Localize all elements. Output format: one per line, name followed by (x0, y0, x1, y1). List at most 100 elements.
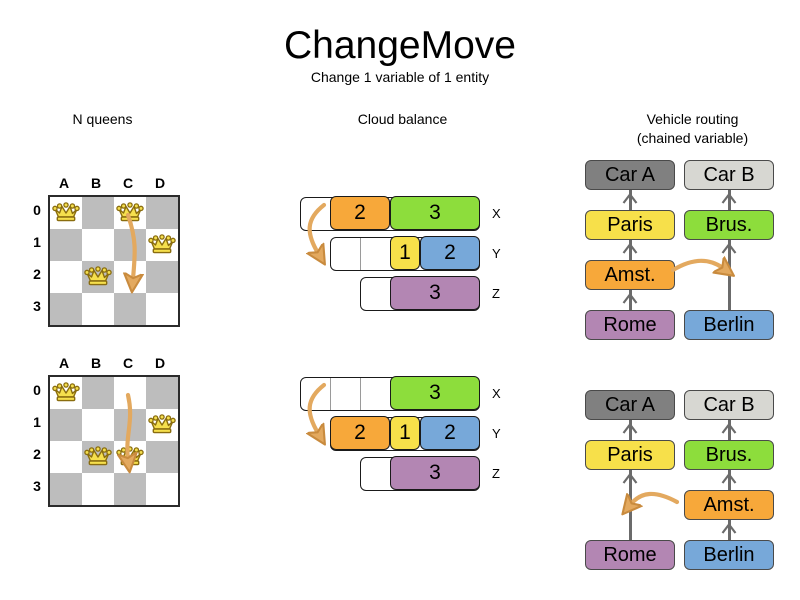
cloud-computer-label-x: X (492, 386, 501, 401)
vrp-chain-link (628, 190, 632, 210)
board-cell-B3[interactable] (82, 473, 114, 505)
board-cell-C3[interactable] (114, 473, 146, 505)
vrp-chain-arrowhead (721, 471, 737, 489)
vrp-chain-link (727, 520, 731, 540)
cloud-process-block[interactable]: 1 (390, 236, 420, 270)
board-cell-B1[interactable] (82, 229, 114, 261)
vrp-node-rome[interactable]: Rome (585, 540, 675, 570)
board-cell-A1[interactable] (50, 229, 82, 261)
vrp-node-paris[interactable]: Paris (585, 210, 675, 240)
vrp-node-berlin[interactable]: Berlin (684, 540, 774, 570)
cloud-process-block[interactable]: 3 (390, 376, 480, 410)
board-cell-D0[interactable] (146, 197, 178, 229)
board-cell-C0[interactable] (114, 377, 146, 409)
file-label-b: B (90, 355, 102, 371)
cloud-process-block[interactable]: 1 (390, 416, 420, 450)
vrp-node-amst[interactable]: Amst. (684, 490, 774, 520)
vrp-node-paris[interactable]: Paris (585, 440, 675, 470)
board-cell-C1[interactable] (114, 229, 146, 261)
cloud-process-block[interactable]: 2 (330, 416, 390, 450)
section-header-nqueens: N queens (72, 111, 133, 127)
rank-label-3: 3 (33, 478, 41, 494)
vrp-chain-arrowhead (622, 421, 638, 439)
board-cell-D3[interactable] (146, 473, 178, 505)
queen-C2[interactable] (114, 441, 146, 473)
board-cell-A1[interactable] (50, 409, 82, 441)
queen-A0[interactable] (50, 377, 82, 409)
vrp-node-brus[interactable]: Brus. (684, 210, 774, 240)
section-header-cloud-balance: Cloud balance (357, 111, 448, 127)
queen-B2[interactable] (82, 441, 114, 473)
vrp-chain-arrowhead (721, 241, 737, 259)
vrp-node-carb[interactable]: Car B (684, 390, 774, 420)
queen-A0[interactable] (50, 197, 82, 229)
board-cell-D3[interactable] (146, 293, 178, 325)
page-title: ChangeMove (284, 24, 516, 67)
board-cell-A2[interactable] (50, 441, 82, 473)
file-label-a: A (58, 175, 70, 191)
board-cell-C3[interactable] (114, 293, 146, 325)
cloud-capacity-divider (330, 378, 331, 410)
rank-label-1: 1 (33, 414, 41, 430)
vrp-node-amst[interactable]: Amst. (585, 260, 675, 290)
board-cell-B0[interactable] (82, 197, 114, 229)
cloud-process-block[interactable]: 2 (420, 416, 480, 450)
board-cell-A3[interactable] (50, 473, 82, 505)
vrp-header-line1: Vehicle routing (646, 111, 739, 127)
board-cell-B0[interactable] (82, 377, 114, 409)
page-subtitle: Change 1 variable of 1 entity (310, 69, 490, 85)
queen-B2[interactable] (82, 261, 114, 293)
vrp-chain-link (727, 190, 731, 210)
vrp-chain-arrowhead (622, 191, 638, 209)
queen-C0[interactable] (114, 197, 146, 229)
board-cell-D2[interactable] (146, 441, 178, 473)
file-label-c: C (122, 175, 134, 191)
board-cell-C1[interactable] (114, 409, 146, 441)
rank-label-2: 2 (33, 266, 41, 282)
board-cell-B3[interactable] (82, 293, 114, 325)
vrp-node-brus[interactable]: Brus. (684, 440, 774, 470)
cloud-capacity-divider (360, 378, 361, 410)
vrp-chain-arrowhead (622, 471, 638, 489)
board-cell-D2[interactable] (146, 261, 178, 293)
board-grid-after (48, 375, 180, 507)
vrp-node-rome[interactable]: Rome (585, 310, 675, 340)
vrp-node-carb[interactable]: Car B (684, 160, 774, 190)
file-label-d: D (154, 355, 166, 371)
vrp-node-berlin[interactable]: Berlin (684, 310, 774, 340)
vrp-chain-link (628, 290, 632, 310)
board-cell-D0[interactable] (146, 377, 178, 409)
queen-D1[interactable] (146, 229, 178, 261)
cloud-process-block[interactable]: 3 (390, 276, 480, 310)
vrp-chain-arrowhead (622, 291, 638, 309)
vrp-chain-link (727, 420, 731, 440)
vrp-node-cara[interactable]: Car A (585, 160, 675, 190)
vrp-node-cara[interactable]: Car A (585, 390, 675, 420)
cloud-computer-label-z: Z (492, 466, 500, 481)
rank-label-1: 1 (33, 234, 41, 250)
board-cell-A3[interactable] (50, 293, 82, 325)
cloud-computer-label-z: Z (492, 286, 500, 301)
board-cell-A2[interactable] (50, 261, 82, 293)
cloud-process-block[interactable]: 3 (390, 196, 480, 230)
vrp-chain-link (727, 470, 731, 490)
queen-D1[interactable] (146, 409, 178, 441)
cloud-process-block[interactable]: 2 (420, 236, 480, 270)
cloud-computer-label-x: X (492, 206, 501, 221)
board-cell-C2[interactable] (114, 261, 146, 293)
board-cell-B1[interactable] (82, 409, 114, 441)
cloud-computer-label-y: Y (492, 246, 501, 261)
vrp-chain-arrowhead (721, 191, 737, 209)
cloud-process-block[interactable]: 3 (390, 456, 480, 490)
file-label-c: C (122, 355, 134, 371)
cloud-capacity-divider (360, 238, 361, 270)
cloud-process-block[interactable]: 2 (330, 196, 390, 230)
vrp-chain-link (628, 240, 632, 260)
